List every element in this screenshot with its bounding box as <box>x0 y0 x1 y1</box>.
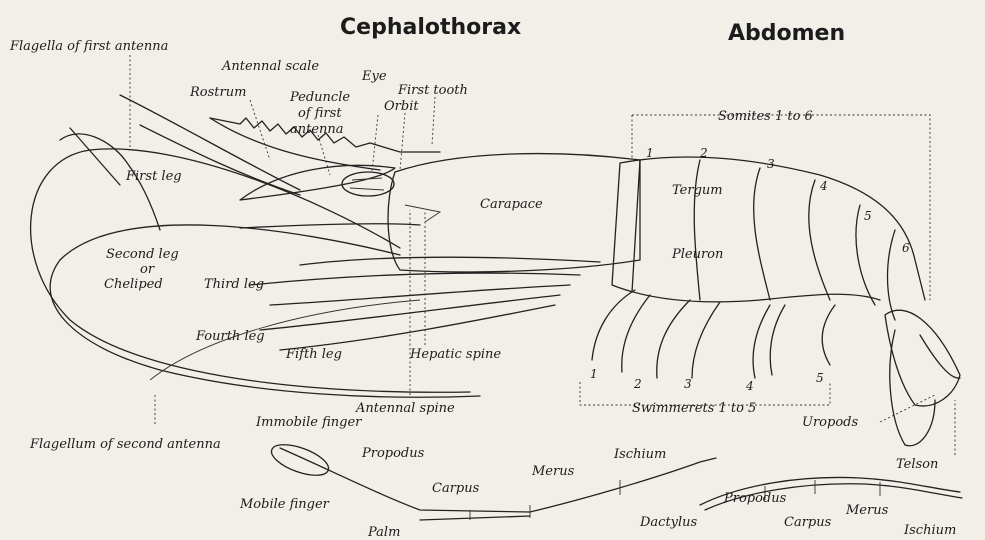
somite-number-5: 5 <box>864 209 872 223</box>
label-uropods: Uropods <box>802 415 858 430</box>
label-palm: Palm <box>367 525 400 540</box>
leader-lines <box>130 55 955 455</box>
label-carpus-2: Carpus <box>784 515 832 530</box>
label-ischium-2: Ischium <box>903 523 956 538</box>
label-peduncle-3: antenna <box>290 122 344 137</box>
label-second-leg-3: Cheliped <box>104 277 163 292</box>
swimmeret-number-3: 3 <box>684 377 692 391</box>
label-orbit: Orbit <box>384 99 419 114</box>
swimmeret-number-4: 4 <box>745 379 754 393</box>
label-carpus: Carpus <box>432 481 480 496</box>
label-peduncle-2: of first <box>298 106 342 121</box>
swimmerets <box>592 290 835 378</box>
label-second-leg-2: or <box>140 262 155 277</box>
label-peduncle-1: Peduncle <box>289 90 350 105</box>
label-third-leg: Third leg <box>204 277 264 292</box>
label-hepatic-spine: Hepatic spine <box>409 347 501 362</box>
carapace <box>388 154 640 272</box>
somite-number-4: 4 <box>819 179 828 193</box>
label-rostrum: Rostrum <box>189 85 246 100</box>
somite-number-3: 3 <box>767 157 775 171</box>
label-telson: Telson <box>896 457 938 472</box>
label-flagella-first-antenna: Flagella of first antenna <box>9 39 168 54</box>
label-mobile-finger: Mobile finger <box>239 497 330 512</box>
label-dactylus: Dactylus <box>639 515 698 530</box>
label-antennal-scale: Antennal scale <box>221 59 319 74</box>
swimmeret-number-5: 5 <box>816 371 824 385</box>
label-somites: Somites 1 to 6 <box>718 109 813 124</box>
tail-fan <box>885 310 960 446</box>
abdomen-somites <box>612 157 925 320</box>
label-first-leg: First leg <box>125 169 182 184</box>
label-fifth-leg: Fifth leg <box>285 347 342 362</box>
walking-legs <box>240 224 600 350</box>
label-ischium: Ischium <box>613 447 666 462</box>
label-pleuron: Pleuron <box>671 247 723 262</box>
label-carapace: Carapace <box>480 197 543 212</box>
somite-number-1: 1 <box>646 146 654 160</box>
label-merus-2: Merus <box>845 503 889 518</box>
label-flagellum-second-antenna: Flagellum of second antenna <box>29 437 221 452</box>
somite-number-2: 2 <box>699 146 708 160</box>
label-swimmerets: Swimmerets 1 to 5 <box>632 401 756 416</box>
label-propodus: Propodus <box>361 446 425 461</box>
somite-number-6: 6 <box>902 241 910 255</box>
swimmeret-number-1: 1 <box>590 367 598 381</box>
label-fourth-leg: Fourth leg <box>195 329 265 344</box>
shrimp-body <box>31 95 960 446</box>
label-propodus-2: Propodus <box>723 491 787 506</box>
title-abdomen: Abdomen <box>728 21 845 46</box>
label-merus: Merus <box>531 464 575 479</box>
eye <box>342 172 394 196</box>
label-first-tooth: First tooth <box>397 83 468 98</box>
label-immobile-finger: Immobile finger <box>255 415 362 430</box>
title-cephalothorax: Cephalothorax <box>340 15 521 40</box>
swimmeret-number-2: 2 <box>633 377 642 391</box>
label-tergum: Tergum <box>672 183 723 198</box>
label-second-leg-1: Second leg <box>106 247 179 262</box>
label-antennal-spine: Antennal spine <box>355 401 455 416</box>
label-eye: Eye <box>361 69 387 84</box>
